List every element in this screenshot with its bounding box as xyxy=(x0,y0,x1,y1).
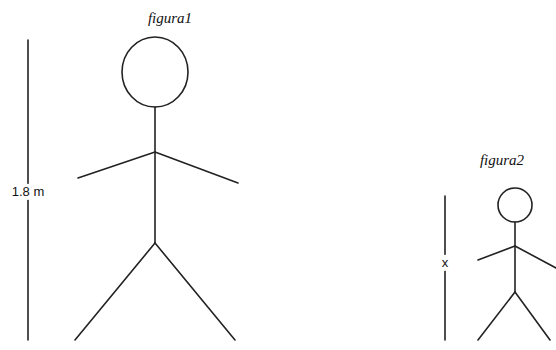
figure-arm xyxy=(478,246,515,260)
figure-title: figura1 xyxy=(145,9,195,28)
figure-body xyxy=(154,107,156,243)
figure-body xyxy=(514,222,516,292)
figure-arm xyxy=(78,152,155,178)
figure-leg xyxy=(478,292,515,340)
figure-leg xyxy=(155,243,235,340)
dimension-label: x xyxy=(439,255,452,271)
figure-leg xyxy=(75,243,155,340)
figure-head xyxy=(122,37,188,107)
figure-leg xyxy=(515,292,550,340)
figure-arm xyxy=(155,152,238,183)
figure-title: figura2 xyxy=(477,151,527,170)
figure-head xyxy=(498,188,532,222)
dimension-label: 1.8 m xyxy=(9,184,48,200)
figure-arm xyxy=(515,246,556,268)
